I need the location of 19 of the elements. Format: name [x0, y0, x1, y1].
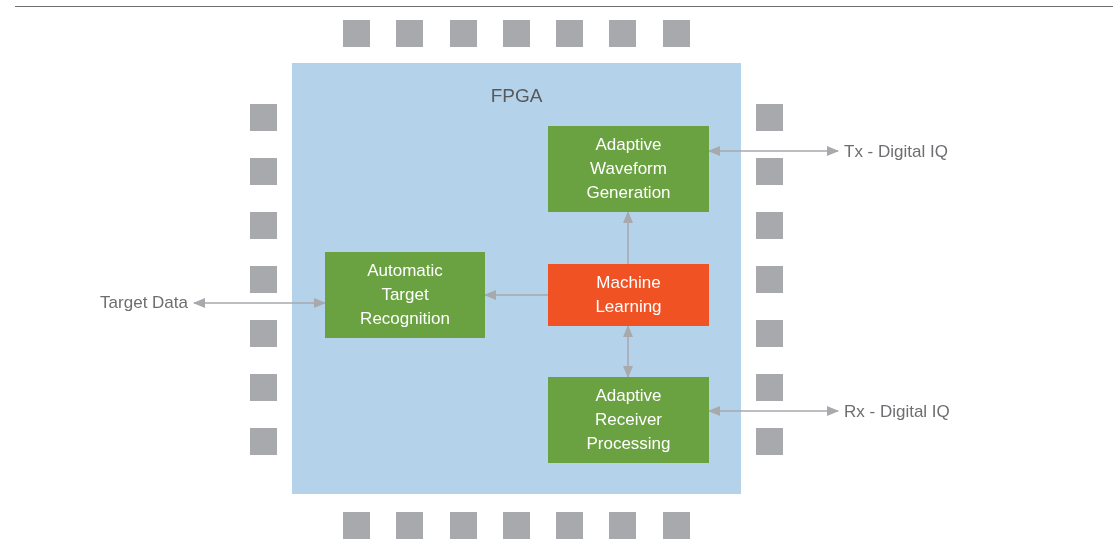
box-label: Machine Learning: [595, 273, 662, 316]
fpga-chip: [292, 63, 741, 494]
arrow: [484, 290, 549, 300]
process-box: [548, 264, 709, 326]
box-label: Adaptive Receiver Processing: [586, 386, 671, 453]
process-box: [548, 377, 709, 463]
process-box: [325, 252, 485, 338]
arrow: [708, 146, 839, 156]
box-label: Adaptive Waveform Generation: [586, 135, 671, 202]
arrow: [623, 211, 633, 265]
process-box: [548, 126, 709, 212]
arrow: [708, 406, 839, 416]
arrow: [623, 325, 633, 378]
signal-label: Rx - Digital IQ: [844, 402, 950, 422]
box-label: Automatic Target Recognition: [360, 261, 450, 328]
signal-label: Tx - Digital IQ: [844, 142, 948, 162]
chip-label: FPGA: [490, 85, 543, 106]
arrow: [193, 298, 326, 308]
signal-label: Target Data: [100, 293, 188, 313]
